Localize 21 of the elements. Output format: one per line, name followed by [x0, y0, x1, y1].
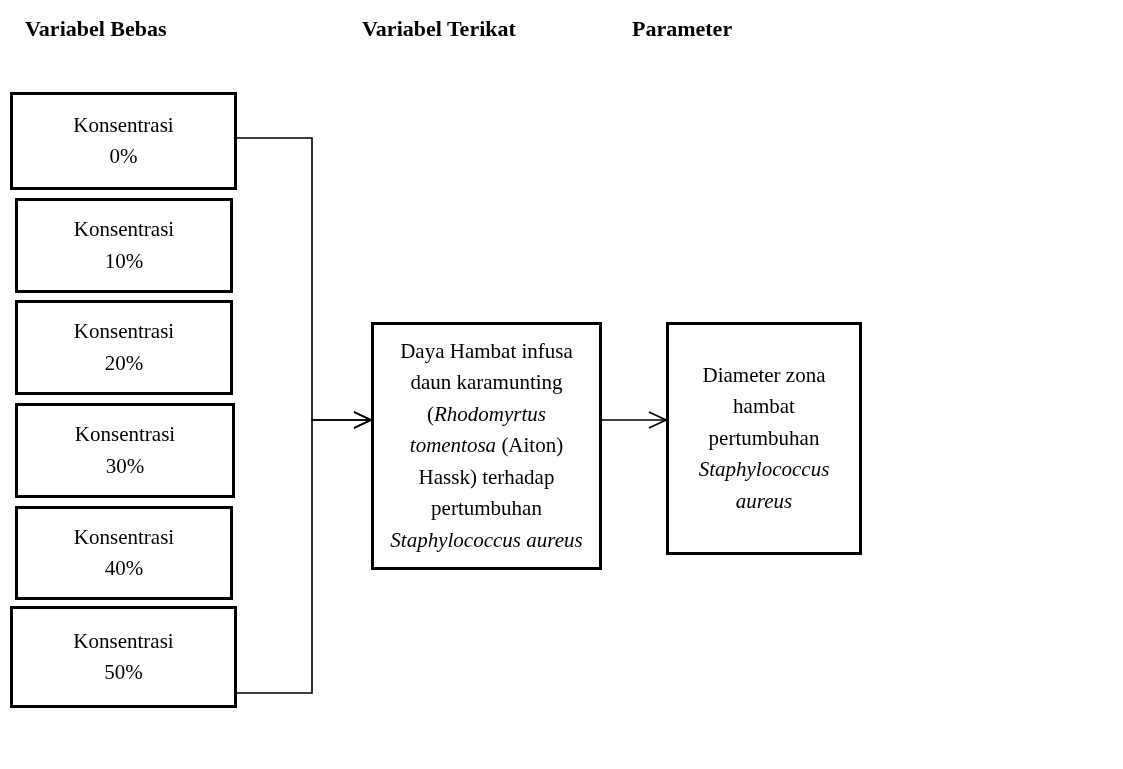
- process-box: [15, 403, 235, 498]
- process-box: [15, 506, 233, 600]
- box-text: Konsentrasi 50%: [72, 627, 175, 686]
- box-text: Konsentrasi 30%: [73, 421, 177, 480]
- column-heading: Variabel Terikat: [362, 16, 516, 42]
- process-box: [666, 322, 862, 555]
- box-text: Konsentrasi 10%: [72, 216, 176, 275]
- arrow: [601, 411, 667, 429]
- box-text: Konsentrasi 20%: [72, 318, 176, 377]
- box-text: Daya Hambat infusa daun karamunting (Rhodomyrtus tomentosa (Aiton) Hassk) terhadap pertumbuhan Staphylococcus aureus: [389, 337, 584, 554]
- box-text: Diameter zona hambat pertumbuhan Staphylococcus aureus: [697, 361, 831, 515]
- process-box: [10, 606, 237, 708]
- column-heading: Variabel Bebas: [25, 16, 167, 42]
- process-box: [15, 198, 233, 293]
- process-box: [10, 92, 237, 190]
- box-text: Konsentrasi 0%: [72, 111, 175, 170]
- column-heading: Parameter: [632, 16, 733, 42]
- box-text: Konsentrasi 40%: [72, 523, 176, 582]
- arrow: [236, 411, 372, 694]
- process-box: [15, 300, 233, 395]
- process-box: [371, 322, 602, 570]
